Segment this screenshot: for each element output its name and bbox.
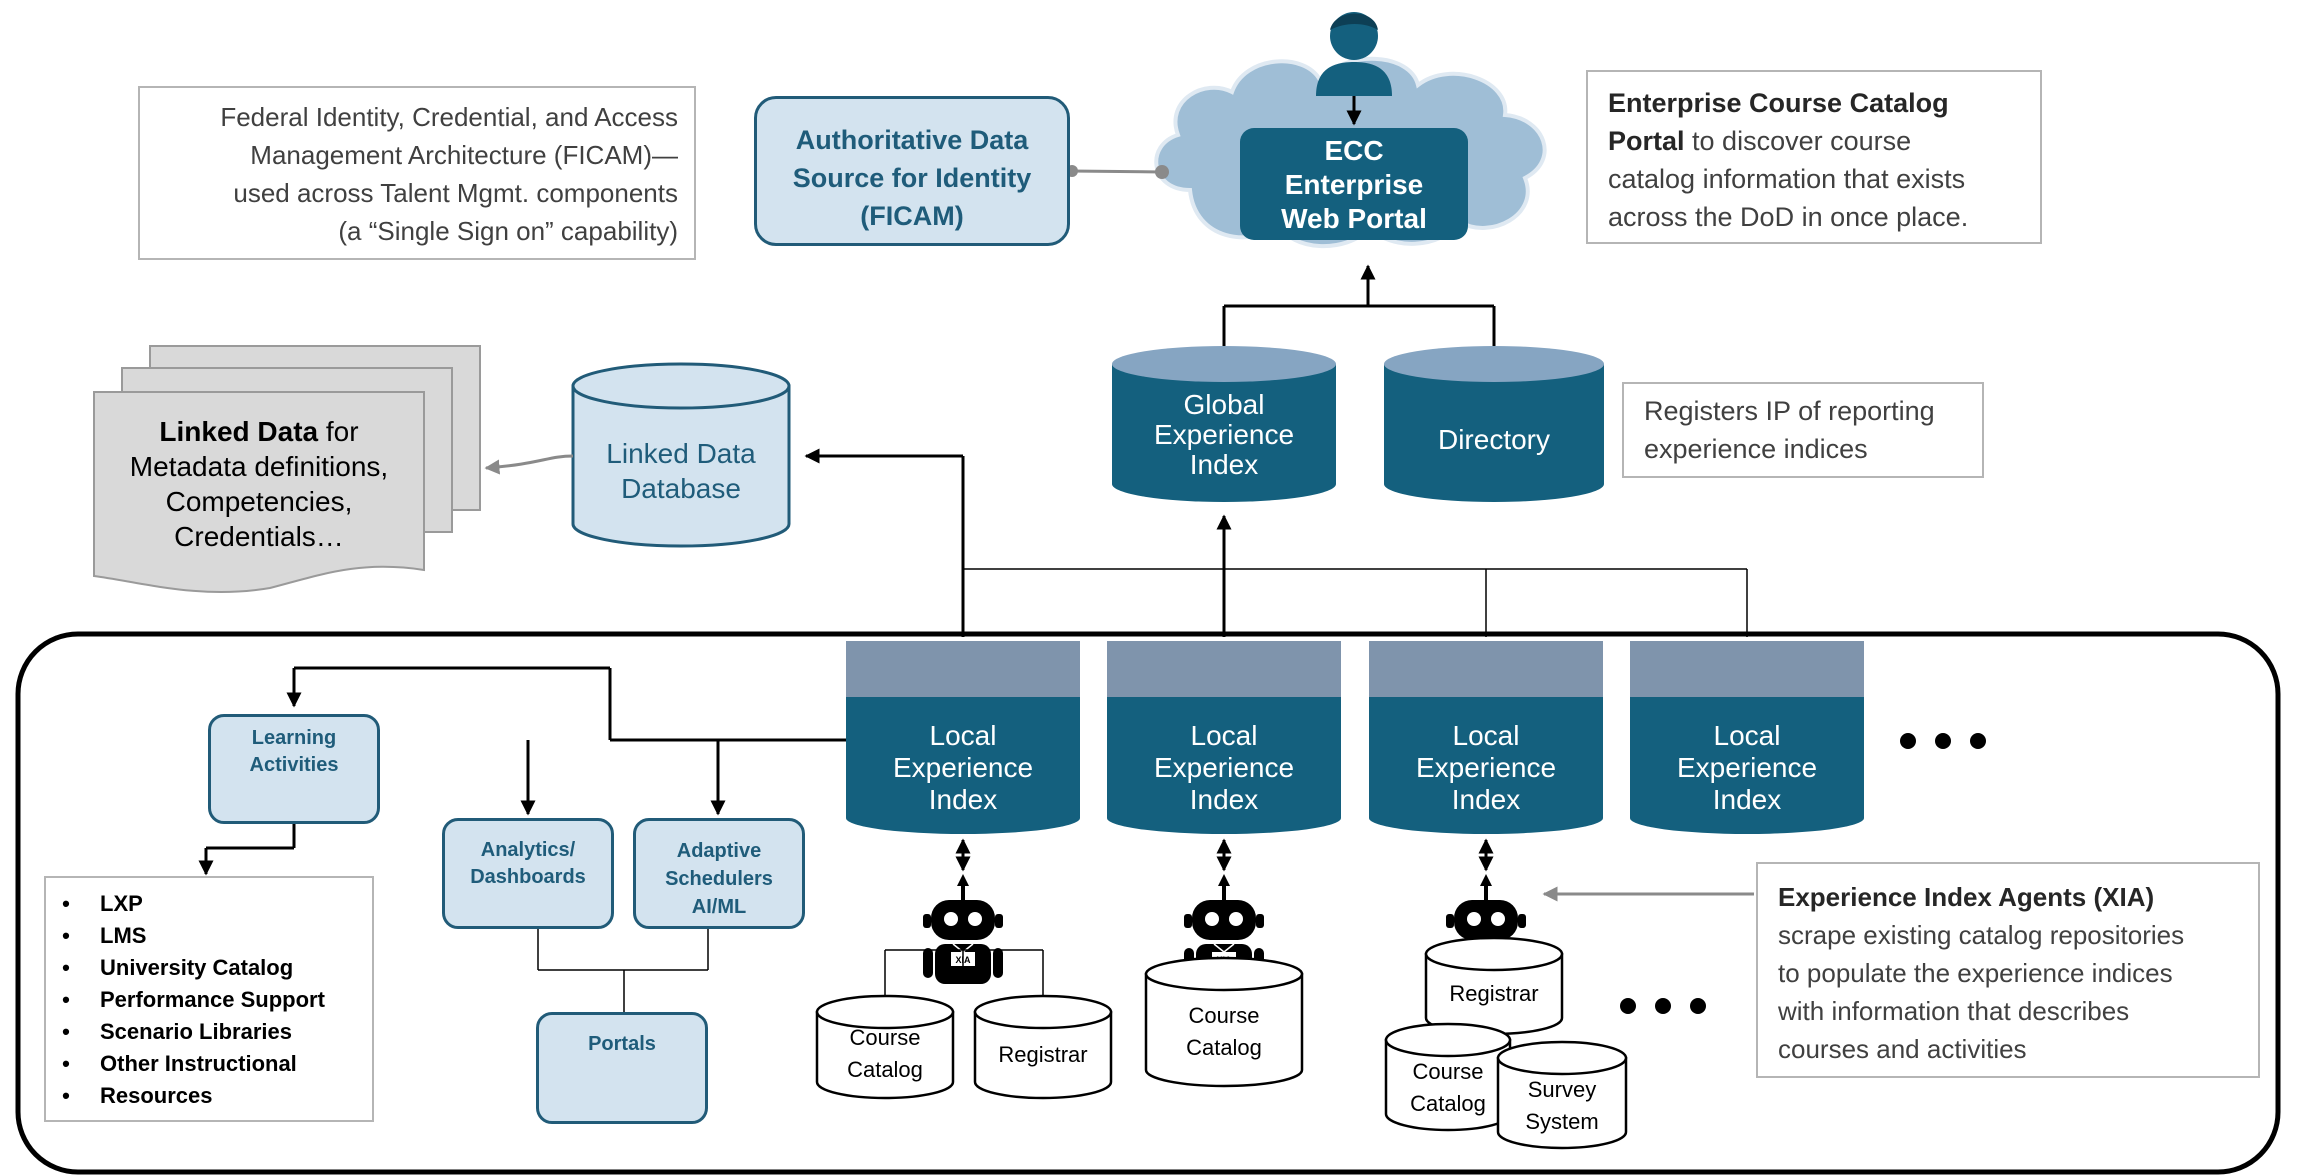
- local-index-4-label: Local Experience Index: [1676, 720, 1818, 815]
- portals-box: Portals: [536, 1012, 708, 1124]
- ficam-note-line4: (a “Single Sign on” capability): [338, 216, 678, 246]
- local-index-2: [1107, 641, 1341, 834]
- local-index-4: [1630, 641, 1864, 834]
- more-indices-ellipsis: [1900, 733, 1986, 749]
- survey-system-db: [1496, 1040, 1628, 1150]
- global-index-cylinder: [1112, 346, 1336, 502]
- authoritative-data-source-box: Authoritative Data Source for Identity (…: [754, 96, 1070, 246]
- analytics-dashboards-box: Analytics/ Dashboards: [442, 818, 614, 929]
- ecc-line2: Enterprise: [1284, 169, 1424, 200]
- linked-data-document-stack: [93, 345, 481, 593]
- directory-label: Directory: [1437, 424, 1550, 455]
- more-agents-ellipsis: [1620, 998, 1706, 1014]
- list-item: LMS: [56, 920, 372, 952]
- local-index-3: [1369, 641, 1603, 834]
- user-icon: [1316, 12, 1392, 96]
- linked-data-db-label: Linked Data Database: [606, 438, 756, 504]
- ecc-line3: Web Portal: [1281, 203, 1427, 234]
- ecc-portal-label: ECC Enterprise Web Portal: [1240, 134, 1468, 236]
- ecc-portal-box: [1240, 128, 1468, 240]
- list-item: Scenario Libraries: [56, 1016, 372, 1048]
- list-item-continued: Resources: [56, 1080, 372, 1112]
- local-index-2-label: Local Experience Index: [1153, 720, 1295, 815]
- resources-list-box: LXP LMS University Catalog Performance S…: [44, 876, 374, 1122]
- ecc-line1: ECC: [1324, 135, 1384, 166]
- directory-cylinder: [1384, 346, 1604, 502]
- adaptive-schedulers-box: Adaptive Schedulers AI/ML: [633, 818, 805, 929]
- course-catalog-db-1: [815, 994, 955, 1100]
- course-catalog-2-label: Course Catalog: [1186, 1003, 1262, 1060]
- ficam-note-line1: Federal Identity, Credential, and Access: [220, 102, 678, 132]
- auth-source-line2: Source for Identity: [792, 163, 1032, 193]
- xia-agent-1: [921, 838, 1005, 986]
- ecc-note-line3: catalog information that exists: [1608, 164, 1966, 194]
- registrar-1-label: Registrar: [998, 1042, 1088, 1067]
- ficam-note-line2: Management Architecture (FICAM)—: [250, 140, 678, 170]
- directory-note: Registers IP of reporting experience ind…: [1622, 382, 1984, 478]
- ecc-note-line2: Portal to discover course: [1608, 126, 1912, 156]
- ecc-note-line4: across the DoD in once place.: [1608, 202, 1969, 232]
- course-catalog-3-label: Course Catalog: [1410, 1059, 1486, 1116]
- local-index-1-label: Local Experience Index: [892, 720, 1034, 815]
- xia-agent-3: [1444, 838, 1528, 986]
- list-item: Performance Support: [56, 984, 372, 1016]
- list-item: University Catalog: [56, 952, 372, 984]
- registrar-db-1: [973, 994, 1113, 1100]
- xia-agent-2: [1182, 838, 1266, 986]
- global-index-label: Global Experience Index: [1153, 389, 1295, 480]
- ecc-note: Enterprise Course Catalog Portal to disc…: [1586, 70, 2042, 244]
- registrar-3-label: Registrar: [1449, 981, 1539, 1006]
- linked-data-doc-text: Linked Data for Metadata definitions, Co…: [129, 416, 389, 552]
- course-catalog-db-2: [1144, 956, 1304, 1088]
- ficam-note-line3: used across Talent Mgmt. components: [233, 178, 678, 208]
- resources-list: LXP LMS University Catalog Performance S…: [56, 888, 372, 1112]
- xia-note-title: Experience Index Agents (XIA): [1778, 882, 2155, 912]
- local-index-3-label: Local Experience Index: [1415, 720, 1557, 815]
- linked-data-db-cylinder: [571, 362, 791, 548]
- auth-source-line1: Authoritative Data: [795, 125, 1029, 155]
- auth-source-line3: (FICAM): [860, 201, 964, 231]
- local-environment-container: [15, 631, 2281, 1175]
- local-index-1: [846, 641, 1080, 834]
- list-item: LXP: [56, 888, 372, 920]
- ecc-note-line1: Enterprise Course Catalog: [1608, 88, 1949, 118]
- ficam-note: Federal Identity, Credential, and Access…: [138, 86, 696, 260]
- course-catalog-db-3: [1384, 1022, 1512, 1132]
- course-catalog-1-label: Course Catalog: [847, 1025, 923, 1082]
- xia-note: Experience Index Agents (XIA) scrape exi…: [1756, 862, 2260, 1078]
- registrar-db-3: [1424, 936, 1564, 1036]
- learning-activities-box: Learning Activities: [208, 714, 380, 824]
- survey-system-label: Survey System: [1525, 1077, 1599, 1134]
- list-item: Other Instructional: [56, 1048, 372, 1080]
